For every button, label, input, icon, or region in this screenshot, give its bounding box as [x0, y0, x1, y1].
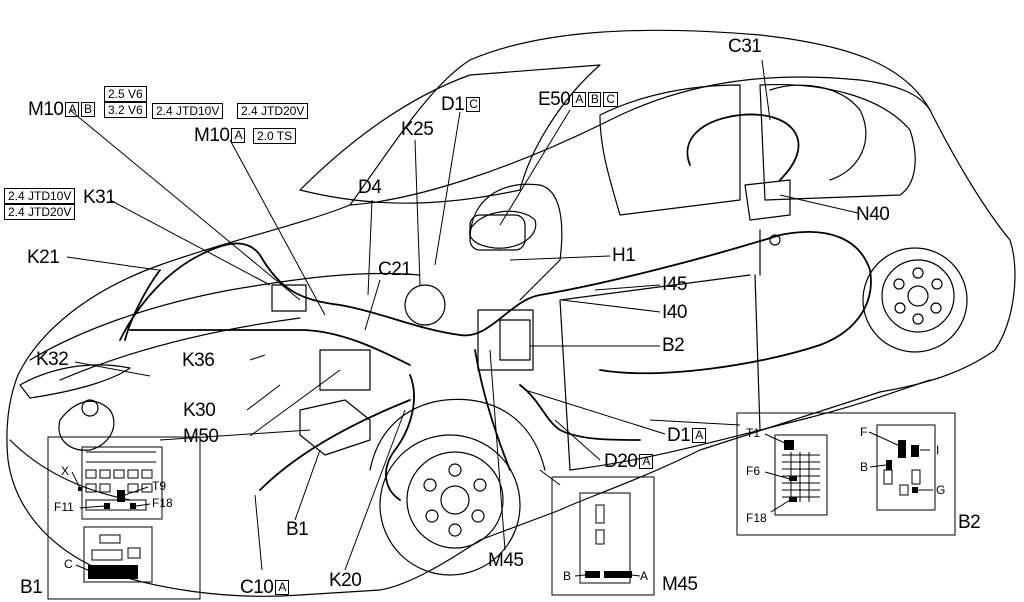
front-wheel-rim: [406, 451, 504, 549]
inset-b1-frame: [47, 436, 201, 600]
hood-crease: [59, 317, 301, 381]
label-b2: B2: [662, 335, 685, 356]
harness-main: [119, 231, 872, 375]
inset-b2-title: B2: [958, 512, 981, 533]
inset-b2-frame: [736, 412, 956, 536]
variant-jtd-left-stack: 2.4 JTD10V 2.4 JTD20V: [4, 188, 76, 220]
grille: [58, 400, 115, 451]
inset-b2-g: G: [936, 483, 946, 497]
label-b1: B1: [286, 519, 309, 540]
inset-m45-title: M45: [662, 574, 698, 595]
inset-b2-f6: F6: [746, 464, 761, 478]
inset-m45-a: A: [640, 569, 649, 583]
inset-b1-f18: F18: [152, 496, 173, 510]
rear-wheel-tyre: [862, 247, 968, 353]
front-door: [559, 274, 751, 471]
label-n40: N40: [856, 204, 890, 225]
inset-b2-b: B: [860, 460, 869, 474]
harness-c10: [259, 399, 411, 491]
front-arch: [369, 398, 546, 471]
label-k30: K30: [183, 400, 216, 421]
label-k20: K20: [329, 570, 362, 591]
abs-unit: [319, 349, 371, 391]
side-window-front: [599, 84, 741, 216]
label-k21: K21: [27, 247, 60, 268]
rear-seat: [769, 84, 867, 181]
label-k32: K32: [36, 349, 69, 370]
rear-wheel-rim: [881, 259, 955, 333]
variant-20ts: 2.0 TS: [253, 128, 297, 144]
inset-b1-title: B1: [20, 577, 43, 598]
label-i40: I40: [662, 302, 687, 323]
variant-v6-stack: 2.5 V6 3.2 V6: [104, 86, 147, 118]
harness-k21: [124, 269, 161, 341]
reservoir: [404, 284, 446, 326]
roof-line: [349, 76, 931, 206]
label-h1: H1: [612, 245, 636, 266]
harness-roof: [686, 113, 800, 181]
inset-b2-f: F: [860, 425, 868, 439]
label-d4: D4: [358, 177, 382, 198]
harness-front: [129, 329, 411, 366]
front-seat: [469, 183, 563, 301]
inset-b1-f11: F11: [54, 500, 74, 514]
label-c21: C21: [378, 259, 412, 280]
inset-m45-frame: [551, 476, 655, 596]
label-k31: K31: [83, 187, 116, 208]
front-bumper: [9, 439, 131, 501]
inset-b1-c: C: [64, 557, 73, 571]
side-window-rear: [759, 83, 916, 201]
headlight: [19, 364, 131, 399]
label-m45: M45: [488, 550, 524, 571]
label-m50: M50: [183, 426, 219, 447]
label-k36: K36: [182, 350, 215, 371]
inset-b2-i: I: [936, 443, 940, 457]
hood-line: [29, 272, 421, 361]
harness-m45: [474, 349, 511, 471]
relay-b2: [477, 309, 534, 371]
fusebox-b1: [299, 399, 371, 456]
inset-b1-x: X: [61, 464, 70, 478]
variant-jtd10-top: 2.4 JTD10V: [152, 103, 224, 119]
label-c31: C31: [728, 36, 762, 57]
sill-line: [569, 379, 931, 471]
harness-k20: [385, 374, 415, 501]
front-wheel-tyre: [379, 434, 521, 576]
airbag-module: [469, 214, 526, 251]
variant-jtd20-top: 2.4 JTD20V: [237, 103, 309, 119]
inset-b1-t9: T9: [152, 479, 167, 493]
inset-b2-t1: T1: [746, 426, 761, 440]
fuel-pump-n40: [744, 179, 791, 221]
inset-m45-b: B: [563, 569, 572, 583]
label-k25: K25: [401, 119, 434, 140]
rear-door: [754, 229, 761, 431]
inset-b2-f18: F18: [746, 511, 767, 525]
windshield: [299, 64, 601, 204]
label-i45: I45: [662, 274, 687, 295]
grille-badge: [81, 399, 99, 417]
steering-wheel: [469, 210, 537, 249]
harness-d20: [519, 384, 641, 441]
